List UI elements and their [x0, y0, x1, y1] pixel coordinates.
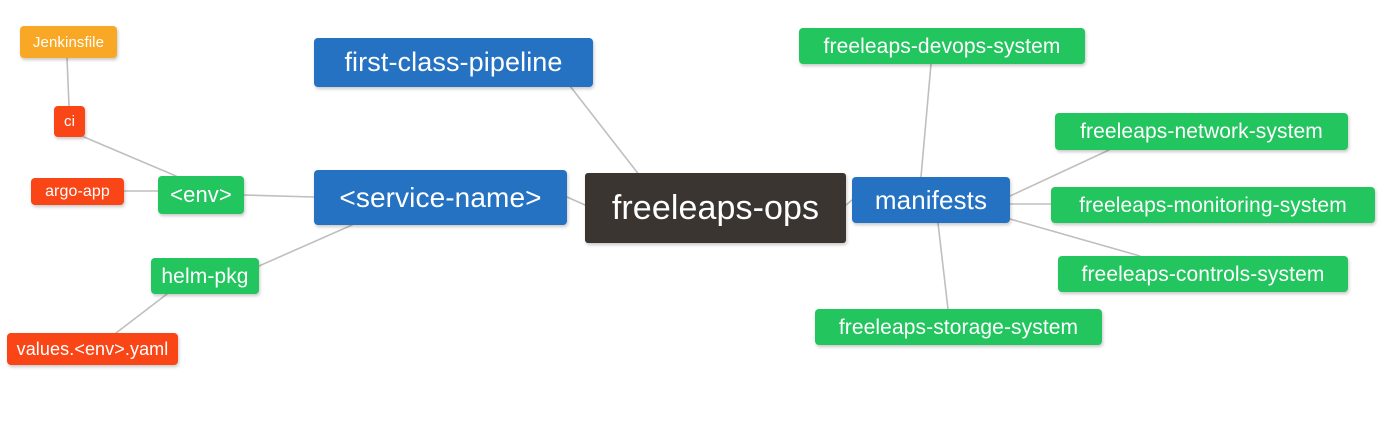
node-freeleaps-controls-system[interactable]: freeleaps-controls-system	[1058, 256, 1348, 292]
node-freeleaps-ops[interactable]: freeleaps-ops	[585, 173, 846, 243]
edge-freeleaps-ops-to-first-class-pipeline	[569, 85, 641, 177]
edge-manifests-to-freeleaps-storage-system	[937, 222, 949, 310]
edge-service-name-to-env	[243, 194, 315, 198]
node-env[interactable]: <env>	[158, 176, 244, 214]
node-helm-pkg[interactable]: helm-pkg	[151, 258, 259, 294]
node-freeleaps-storage-system[interactable]: freeleaps-storage-system	[815, 309, 1102, 345]
node-freeleaps-network-system[interactable]: freeleaps-network-system	[1055, 113, 1348, 150]
edge-helm-pkg-to-values-env-yaml	[115, 293, 168, 334]
node-first-class-pipeline[interactable]: first-class-pipeline	[314, 38, 593, 87]
node-values-env-yaml[interactable]: values.<env>.yaml	[7, 333, 178, 365]
node-service-name[interactable]: <service-name>	[314, 170, 567, 225]
node-manifests[interactable]: manifests	[852, 177, 1010, 223]
edge-manifests-to-freeleaps-devops-system	[920, 63, 932, 178]
node-ci[interactable]: ci	[54, 106, 85, 137]
edge-manifests-to-freeleaps-controls-system	[1009, 218, 1141, 257]
edge-service-name-to-helm-pkg	[258, 224, 353, 267]
node-freeleaps-monitoring-system[interactable]: freeleaps-monitoring-system	[1051, 187, 1375, 223]
node-freeleaps-devops-system[interactable]: freeleaps-devops-system	[799, 28, 1085, 64]
edge-env-to-ci	[83, 136, 177, 177]
edge-ci-to-jenkinsfile	[66, 57, 70, 107]
edge-freeleaps-ops-to-service-name	[566, 196, 586, 206]
node-jenkinsfile[interactable]: Jenkinsfile	[20, 26, 117, 58]
node-argo-app[interactable]: argo-app	[31, 178, 124, 205]
